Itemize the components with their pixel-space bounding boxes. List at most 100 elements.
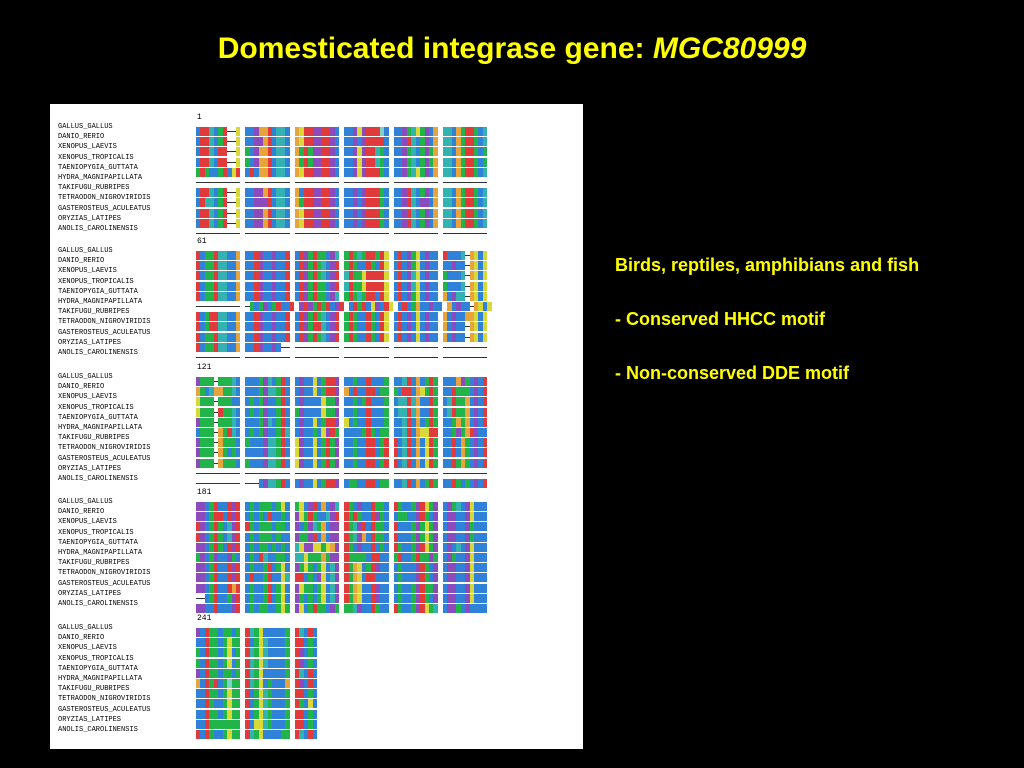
- residue-cell: [353, 512, 358, 522]
- residue-cell: [456, 512, 461, 522]
- residue-cell: [424, 438, 429, 448]
- residue-cell: [299, 679, 304, 688]
- residue-cell: [222, 312, 228, 322]
- residue-cell: [415, 332, 421, 342]
- residue-cell: [325, 532, 331, 542]
- residue-cell: [200, 417, 205, 427]
- residue-cell: [411, 178, 417, 187]
- residue-cell: [321, 438, 326, 448]
- residue-cell: [348, 458, 353, 468]
- residue-cell: [196, 448, 201, 458]
- residue-cell: [366, 417, 371, 427]
- species-name: TAENIOPYGIA_GUTTATA: [58, 664, 138, 673]
- residue-cell: [222, 512, 228, 522]
- residue-cell: [249, 593, 255, 603]
- residue-cell: [442, 428, 448, 437]
- residue-cell: [469, 377, 474, 386]
- residue-cell: [280, 709, 286, 719]
- residue-cell: [397, 312, 403, 322]
- residue-cell: [200, 594, 206, 603]
- residue-cell: [267, 458, 272, 468]
- residue-cell: [196, 542, 201, 552]
- residue-cell: [344, 387, 349, 397]
- residue-cell: [465, 522, 470, 532]
- sequence-segment: [196, 580, 488, 593]
- residue-cell: [375, 387, 380, 397]
- residue-cell: [473, 448, 479, 458]
- residue-cell: [316, 563, 322, 573]
- alignment-row: TETRAODON_NIGROVIRIDIS: [50, 444, 583, 458]
- residue-cell: [272, 407, 277, 417]
- residue-cell: [231, 281, 236, 291]
- residue-cell: [370, 469, 376, 478]
- residue-cell: [406, 542, 412, 552]
- residue-cell: [420, 218, 425, 228]
- residue-cell: [267, 377, 272, 386]
- residue-cell: [308, 332, 313, 342]
- residue-cell: [344, 261, 349, 271]
- residue-cell: [357, 198, 362, 208]
- residue-cell: [330, 127, 335, 136]
- residue-cell: [218, 377, 223, 386]
- residue-cell: [424, 157, 429, 167]
- residue-cell: [402, 281, 407, 291]
- residue-cell: [267, 583, 272, 593]
- residue-cell: [353, 593, 358, 603]
- residue-cell: [312, 271, 317, 281]
- residue-cell: [460, 343, 466, 352]
- residue-cell: [456, 438, 461, 448]
- residue-cell: [254, 479, 260, 488]
- residue-cell: [254, 573, 259, 583]
- residue-cell: [231, 302, 237, 311]
- residue-cell: [379, 157, 385, 167]
- residue-cell: [393, 251, 398, 260]
- residue-cell: [235, 542, 241, 552]
- residue-cell: [330, 573, 335, 583]
- residue-cell: [429, 208, 434, 218]
- residue-cell: [222, 387, 228, 397]
- residue-cell: [231, 332, 236, 342]
- residue-cell: [222, 251, 228, 260]
- residue-cell: [263, 679, 268, 688]
- residue-cell: [429, 583, 434, 593]
- residue-cell: [384, 438, 389, 448]
- residue-cell: [384, 417, 389, 427]
- residue-cell: [308, 512, 313, 522]
- residue-cell: [429, 532, 434, 542]
- residue-cell: [334, 147, 340, 157]
- residue-cell: [235, 699, 241, 709]
- residue-cell: [456, 593, 461, 603]
- residue-cell: [231, 438, 236, 448]
- residue-cell: [442, 167, 448, 177]
- residue-cell: [482, 178, 488, 187]
- alignment-row: ORYZIAS_LATIPES: [50, 590, 583, 603]
- residue-cell: [361, 137, 367, 147]
- residue-cell: [263, 251, 268, 260]
- residue-cell: [370, 479, 376, 488]
- residue-cell: [366, 532, 371, 542]
- residue-cell: [249, 229, 255, 238]
- residue-cell: [222, 428, 228, 437]
- residue-cell: [254, 251, 259, 260]
- residue-cell: [258, 604, 264, 613]
- residue-cell: [235, 291, 241, 301]
- residue-cell: [384, 157, 389, 167]
- residue-cell: [465, 428, 470, 437]
- residue-cell: [344, 512, 349, 522]
- residue-cell: [442, 281, 448, 291]
- residue-cell: [393, 353, 399, 362]
- residue-cell: [276, 147, 281, 157]
- residue-cell: [344, 522, 349, 532]
- residue-cell: [325, 458, 331, 468]
- residue-cell: [196, 668, 201, 678]
- residue-cell: [353, 469, 358, 478]
- residue-cell: [330, 343, 336, 352]
- residue-cell: [263, 188, 268, 198]
- residue-cell: [222, 479, 228, 488]
- residue-cell: [245, 208, 250, 218]
- residue-cell: [353, 218, 358, 228]
- residue-cell: [312, 291, 317, 301]
- residue-cell: [420, 147, 425, 157]
- residue-cell: [442, 604, 448, 613]
- residue-cell: [460, 553, 466, 562]
